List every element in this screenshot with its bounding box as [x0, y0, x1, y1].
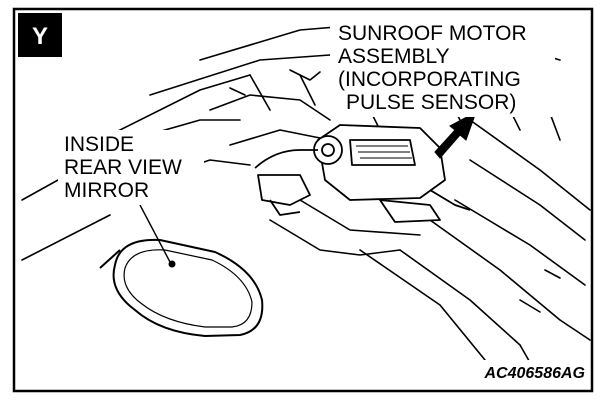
motor-pointer-arrow: [434, 110, 477, 159]
mirror-callout-bg: [58, 130, 204, 205]
motor-callout-line-1: SUNROOF MOTOR: [338, 22, 527, 45]
document-id-bg: [432, 360, 588, 384]
document-id: AC406586AG: [484, 365, 586, 382]
mirror-leader-line: [139, 204, 171, 263]
view-label-box: [18, 13, 62, 57]
motor-callout-line-3: (INCORPORATING: [338, 68, 521, 91]
view-letter: Y: [32, 23, 48, 50]
mirror-callout-line-3: MIRROR: [64, 179, 149, 202]
mirror-callout-line-1: INSIDE: [64, 133, 134, 156]
motor-callout-bg: [330, 17, 555, 117]
mirror-callout-line-2: REAR VIEW: [64, 156, 182, 179]
mirror-leader-dot: [168, 260, 176, 268]
sunroof-motor-assembly: [254, 124, 471, 223]
motor-callout-line-2: ASSEMBLY: [338, 45, 450, 68]
motor-callout-line-4: PULSE SENSOR): [346, 91, 516, 114]
